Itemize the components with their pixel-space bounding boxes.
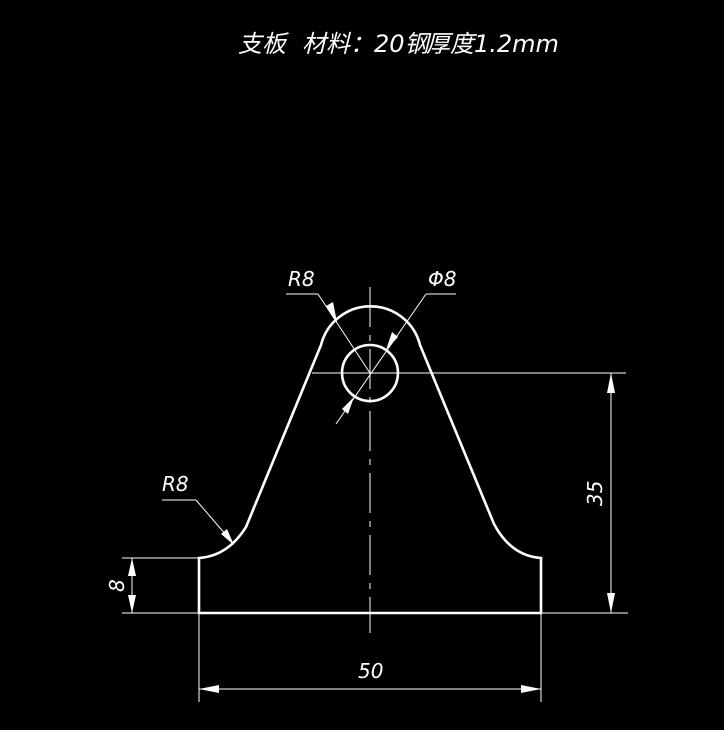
arrow-35-bottom (607, 593, 615, 613)
arrow-phi8-bottom (342, 397, 354, 414)
dimension-text-8: 8 (105, 579, 129, 592)
dimension-text-phi8: Φ8 (428, 267, 456, 291)
arrow-35-top (607, 373, 615, 393)
arrow-r8-fillet (221, 529, 234, 545)
leader-r8-top-diagonal (317, 293, 371, 374)
arrow-50-left (199, 685, 219, 693)
dimension-text-r8-fillet: R8 (162, 472, 189, 496)
dimension-text-35: 35 (583, 481, 607, 506)
arrow-phi8-top (386, 332, 398, 350)
dimension-text-50: 50 (358, 659, 383, 683)
arrow-8-bottom (128, 595, 136, 613)
title-thickness: 厚度1.2mm (426, 30, 559, 58)
title-part: 支板 (238, 30, 289, 58)
dimension-text-r8-top: R8 (288, 267, 315, 291)
arrow-50-right (521, 685, 541, 693)
title-material: 材料：20钢 (302, 30, 432, 58)
arrow-8-top (128, 558, 136, 576)
arrow-r8-top (326, 302, 337, 322)
part-outline (197, 305, 543, 615)
